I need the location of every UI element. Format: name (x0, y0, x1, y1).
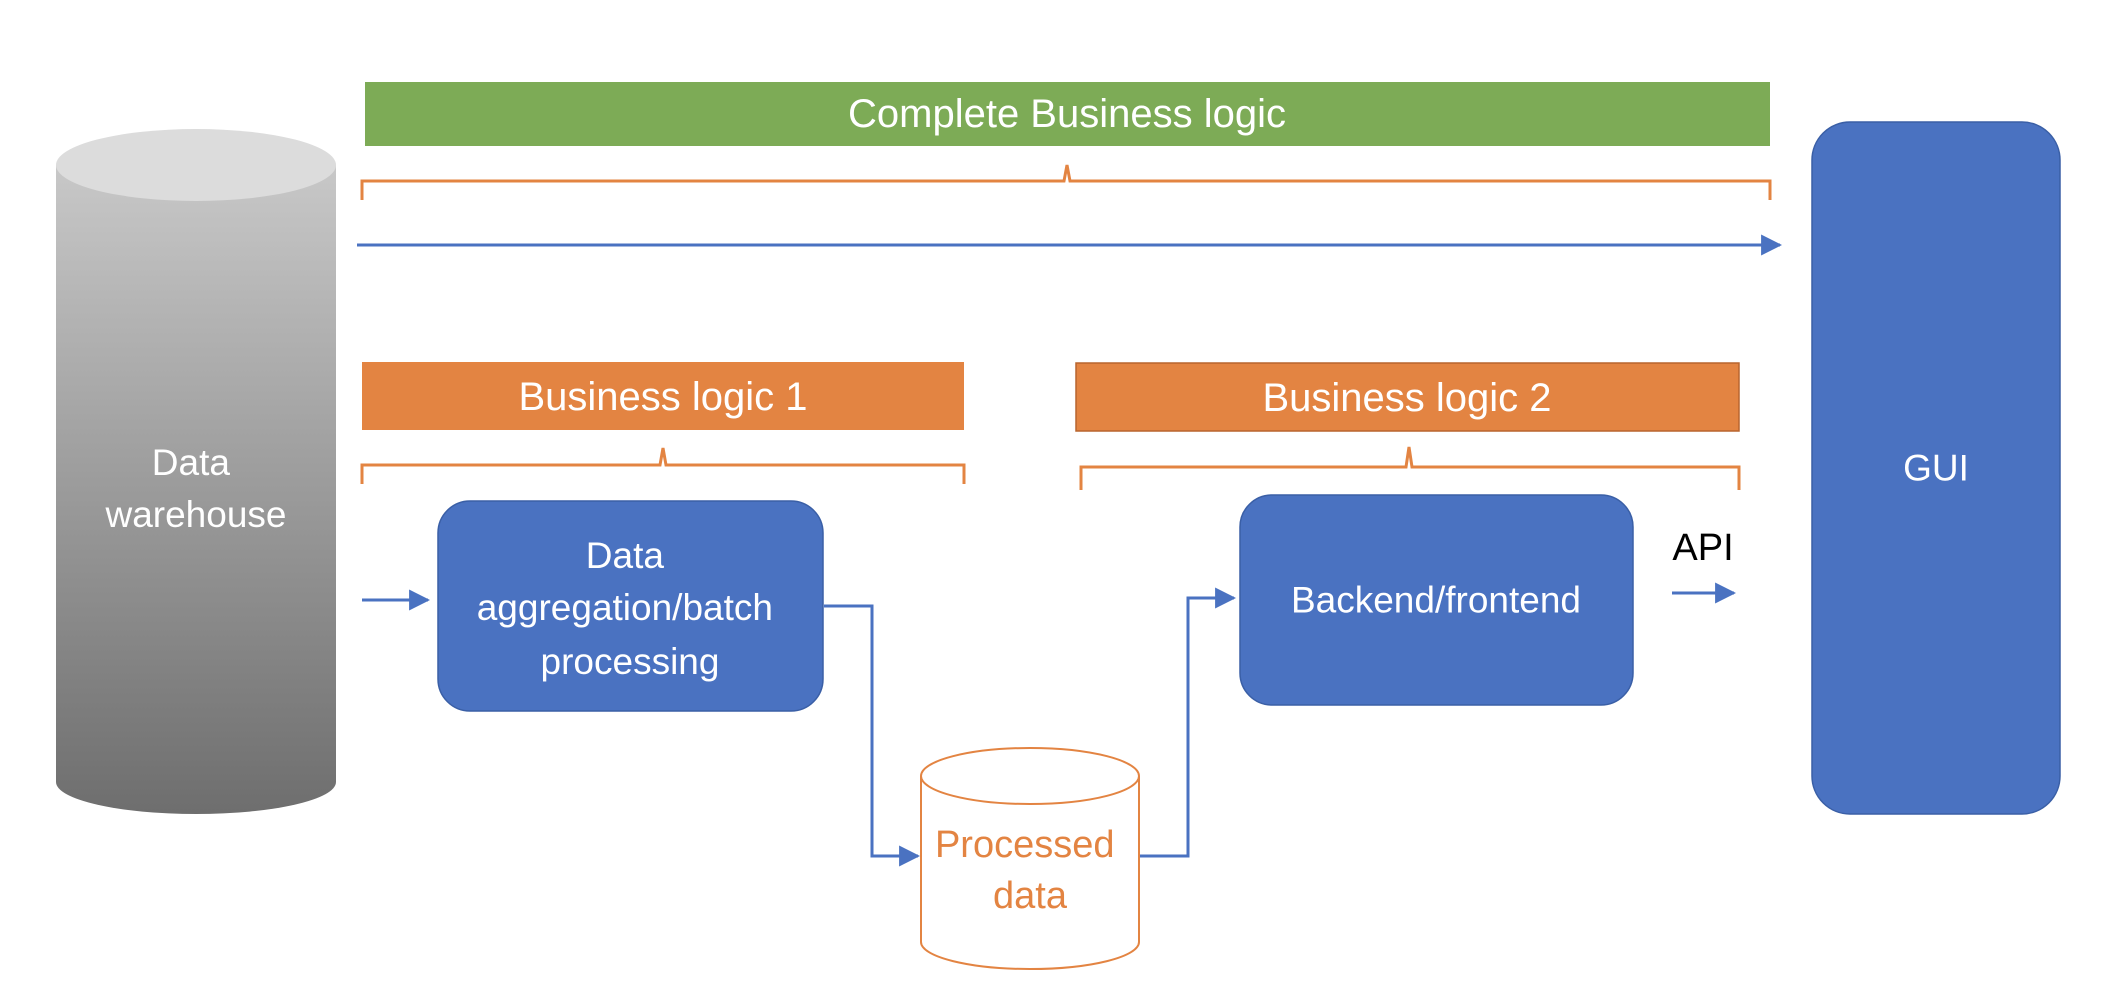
business-logic-1-brace (360, 447, 966, 484)
processed-data-label-line-1: Processed (935, 824, 1115, 866)
business-logic-2-banner: Business logic 2 (1075, 362, 1740, 432)
gui-label: GUI (1903, 448, 1969, 489)
processed-data-cylinder: Processed data (920, 747, 1140, 970)
gui-box: GUI (1811, 121, 2061, 815)
data-aggregation-label: Data aggregation/batch processing (477, 535, 784, 682)
business-logic-2-label: Business logic 2 (1262, 376, 1551, 420)
business-logic-1-label: Business logic 1 (518, 375, 807, 419)
backend-frontend-box: Backend/frontend (1239, 494, 1634, 706)
data-warehouse-label-line-2: warehouse (104, 494, 286, 535)
data-aggregation-box: Data aggregation/batch processing (437, 500, 824, 712)
business-logic-1-banner: Business logic 1 (362, 362, 964, 430)
processed-to-backend-arrow (1140, 587, 1237, 858)
business-logic-2-brace (1079, 446, 1741, 490)
complete-business-logic-label: Complete Business logic (848, 92, 1286, 136)
data-warehouse-cylinder: Data warehouse (56, 129, 336, 814)
data-warehouse-label: Data warehouse (104, 442, 286, 535)
data-warehouse-label-line-1: Data (152, 442, 231, 483)
complete-business-logic-banner: Complete Business logic (365, 82, 1770, 146)
data-aggregation-label-line-1: Data (586, 535, 665, 576)
api-label: API (1672, 527, 1733, 569)
processed-data-label: Processed data (935, 824, 1125, 917)
data-aggregation-label-line-3: processing (541, 641, 720, 682)
data-aggregation-label-line-2: aggregation/batch (477, 587, 773, 628)
complete-business-logic-brace (360, 164, 1772, 200)
backend-frontend-label: Backend/frontend (1291, 580, 1581, 621)
aggregation-to-processed-arrow (824, 604, 921, 867)
processed-data-label-line-2: data (993, 875, 1068, 917)
